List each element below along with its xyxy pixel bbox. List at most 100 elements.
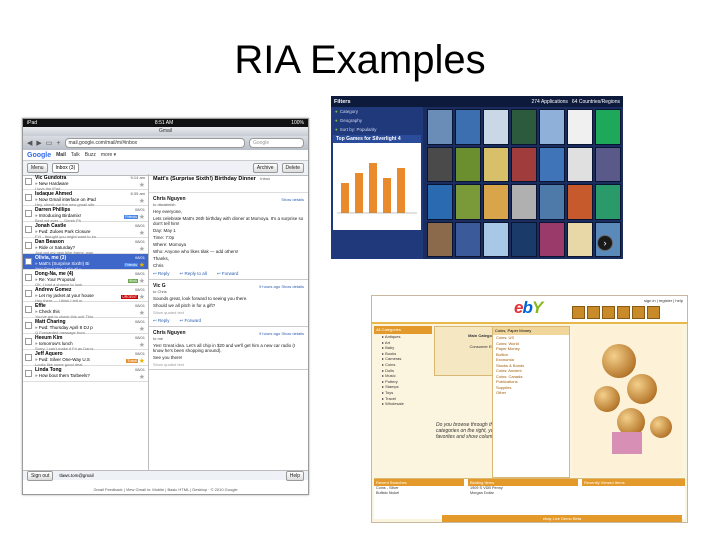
category-item[interactable]: ▸ Coins [382, 361, 396, 367]
app-tile[interactable] [511, 109, 537, 145]
forward-icon[interactable]: ▶ [36, 140, 42, 147]
category-item[interactable]: ▸ Cameras [382, 356, 402, 362]
app-tile[interactable] [539, 146, 565, 182]
app-tile[interactable] [455, 221, 481, 257]
show-details-link[interactable]: Show details [281, 197, 304, 202]
message-row[interactable]: Andrew Gomez» Let my jacket at your hous… [23, 286, 148, 303]
app-tile[interactable] [539, 109, 565, 145]
star-icon[interactable]: ★ [138, 198, 145, 205]
subcategory-item[interactable]: Coins: Canada [496, 373, 523, 379]
category-item[interactable]: ▸ Antiques [382, 334, 401, 339]
action-forward[interactable]: ↩ Forward [216, 271, 239, 276]
filter-sort[interactable]: ●Sort by: Popularity [331, 125, 423, 134]
star-icon[interactable]: ★ [138, 294, 145, 301]
recent-search-item[interactable]: Coins - Silver [376, 486, 399, 490]
message-author[interactable]: Vic G [153, 283, 166, 289]
subcategory-item[interactable]: Coins: Ancient [496, 368, 522, 373]
show-quoted-link[interactable]: Show quoted text [153, 310, 184, 315]
bidding-item[interactable]: 1909 S VDB Penny [470, 486, 503, 490]
delete-button[interactable]: Delete [281, 163, 304, 173]
app-tile[interactable] [595, 184, 621, 220]
message-checkbox[interactable] [25, 210, 32, 217]
app-tile[interactable] [539, 221, 565, 257]
app-tile[interactable] [567, 146, 593, 182]
app-tile[interactable] [511, 221, 537, 257]
action-reply[interactable]: ↩ Reply [153, 318, 170, 323]
category-item[interactable]: ▸ Stamps [382, 384, 399, 390]
filter-category[interactable]: ●Category [331, 107, 423, 116]
consumer-electronics-link[interactable]: Consumer Electronics [469, 344, 509, 349]
recent-search-item[interactable]: Buffalo Nickel [376, 491, 400, 495]
app-tile[interactable] [567, 184, 593, 220]
app-tile[interactable] [427, 146, 453, 182]
star-icon[interactable]: ★ [138, 262, 145, 269]
main-category-listing[interactable]: Main Category Listing [435, 327, 543, 338]
nav-talk[interactable]: Talk [70, 152, 80, 158]
message-checkbox[interactable] [25, 306, 32, 313]
show-details-link[interactable]: 9 hours ago Show details [259, 284, 304, 289]
my-ebay-icon[interactable] [617, 306, 630, 319]
app-tile[interactable] [483, 109, 509, 145]
search-input[interactable]: Google [249, 138, 304, 148]
category-item[interactable]: ▸ Wholesale [382, 401, 404, 407]
home-icon[interactable] [572, 306, 585, 319]
bidding-item[interactable]: Morgan Dollar [470, 491, 494, 495]
message-author[interactable]: Chris Nguyen [153, 330, 186, 336]
star-icon[interactable]: ★ [138, 246, 145, 253]
message-checkbox[interactable] [25, 322, 32, 329]
add-icon[interactable]: + [56, 139, 61, 147]
sell-icon[interactable] [602, 306, 615, 319]
message-checkbox[interactable] [25, 258, 32, 265]
app-tile[interactable] [455, 109, 481, 145]
back-icon[interactable]: ◀ [27, 140, 33, 147]
category-item[interactable]: ▸ Toys [382, 389, 394, 395]
star-icon[interactable]: ★ [138, 374, 145, 381]
message-checkbox[interactable] [25, 178, 32, 185]
star-icon[interactable]: ★ [138, 342, 145, 349]
app-tile[interactable] [595, 146, 621, 182]
subcategory-item[interactable]: Supplies [496, 384, 512, 390]
app-tile[interactable] [483, 221, 509, 257]
star-icon[interactable]: ★ [138, 230, 145, 237]
app-tile[interactable] [483, 146, 509, 182]
subcategory-item[interactable]: Paper Money [496, 346, 520, 351]
inbox-selector[interactable]: Inbox (3) [51, 163, 80, 173]
message-checkbox[interactable] [25, 274, 32, 281]
buy-icon[interactable] [587, 306, 600, 319]
subcategory-item[interactable]: Exonumia [496, 357, 514, 362]
show-quoted-link[interactable]: Show quoted text [153, 362, 184, 367]
category-item[interactable]: ▸ Art [382, 339, 391, 345]
category-item[interactable]: ▸ Music [382, 373, 396, 379]
subcategory-item[interactable]: Stocks & Bonds [496, 362, 525, 368]
message-row[interactable]: Isdaque Ahmed» Now Gmail interface on iP… [23, 190, 148, 207]
message-checkbox[interactable] [25, 354, 32, 361]
subcategory-item[interactable]: Other [496, 390, 507, 395]
message-row[interactable]: Dan Beason» Ride or Saturday?Just got my… [23, 238, 148, 255]
filter-geography[interactable]: ●Geography [331, 116, 423, 125]
subcategory-item[interactable]: Bullion [496, 351, 509, 357]
conversation-label[interactable]: Inbox [260, 176, 271, 181]
app-tile[interactable] [455, 184, 481, 220]
message-checkbox[interactable] [25, 194, 32, 201]
app-tile[interactable] [567, 109, 593, 145]
help-icon[interactable] [647, 306, 660, 319]
app-tile[interactable] [455, 146, 481, 182]
signout-button[interactable]: Sign out [27, 470, 54, 481]
message-author[interactable]: Chris Nguyen [153, 196, 186, 202]
app-tile[interactable] [427, 221, 453, 257]
message-checkbox[interactable] [25, 370, 32, 377]
ebay-top-links[interactable]: sign in | register | help [644, 298, 683, 303]
star-icon[interactable]: ★ [138, 278, 145, 285]
subcategory-item[interactable]: Coins: World [496, 340, 519, 346]
address-input[interactable]: mail.google.com/mail/m/#inbox [64, 138, 245, 148]
subcategory-item[interactable]: Publications [496, 379, 518, 384]
message-row[interactable]: Matt Charing» Fwd: Thursday April 8 DJ p… [23, 318, 148, 335]
nav-mail[interactable]: Mail [56, 152, 66, 158]
subcategory-item[interactable]: Coins: US [496, 335, 515, 340]
app-tile[interactable] [539, 184, 565, 220]
message-row[interactable]: Olivia, me (3)» Matt's (Surprise Sixth!)… [23, 254, 148, 271]
